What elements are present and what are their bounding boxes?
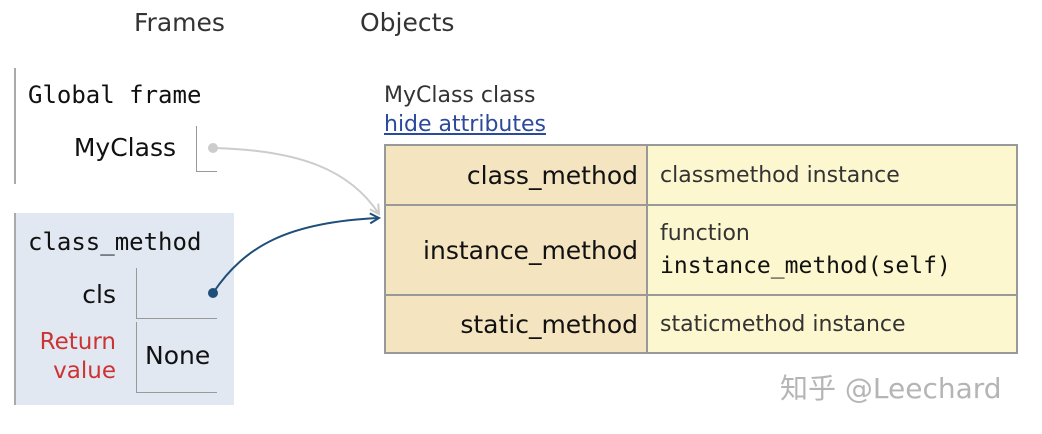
variable-myclass-slot — [196, 126, 217, 172]
hide-attributes-link[interactable]: hide attributes — [384, 112, 546, 137]
attribute-key: static_method — [384, 294, 648, 354]
attribute-row-instance-method: instance_method function instance_method… — [384, 204, 1018, 296]
class-method-frame-title: class_method — [28, 228, 202, 256]
return-value: None — [145, 341, 211, 370]
attribute-row-class-method: class_method classmethod instance — [384, 144, 1018, 206]
attributes-table: class_method classmethod instance instan… — [384, 144, 1018, 354]
attribute-key: class_method — [384, 144, 648, 206]
variable-myclass-name: MyClass — [73, 133, 176, 162]
return-value-label: Return value — [39, 329, 116, 384]
global-pointer-arrow — [212, 147, 379, 214]
global-frame-title: Global frame — [28, 81, 202, 109]
cls-pointer-arrow — [212, 218, 379, 294]
object-title: MyClass class — [384, 83, 536, 108]
return-value-slot — [136, 322, 217, 393]
attribute-value: function instance_method(self) — [646, 204, 1018, 296]
class-method-frame — [14, 213, 234, 405]
attribute-row-static-method: static_method staticmethod instance — [384, 294, 1018, 354]
watermark: 知乎 @Leechard — [780, 372, 1002, 405]
attribute-value-signature: instance_method(self) — [660, 253, 951, 279]
global-frame — [14, 68, 226, 184]
attribute-key: instance_method — [384, 204, 648, 296]
attribute-value: classmethod instance — [646, 144, 1018, 206]
objects-heading: Objects — [360, 8, 455, 37]
frames-heading: Frames — [134, 8, 225, 37]
attribute-value-type: function — [660, 221, 750, 246]
variable-cls-name: cls — [82, 280, 116, 309]
attribute-value: staticmethod instance — [646, 294, 1018, 354]
variable-cls-slot — [136, 268, 217, 319]
